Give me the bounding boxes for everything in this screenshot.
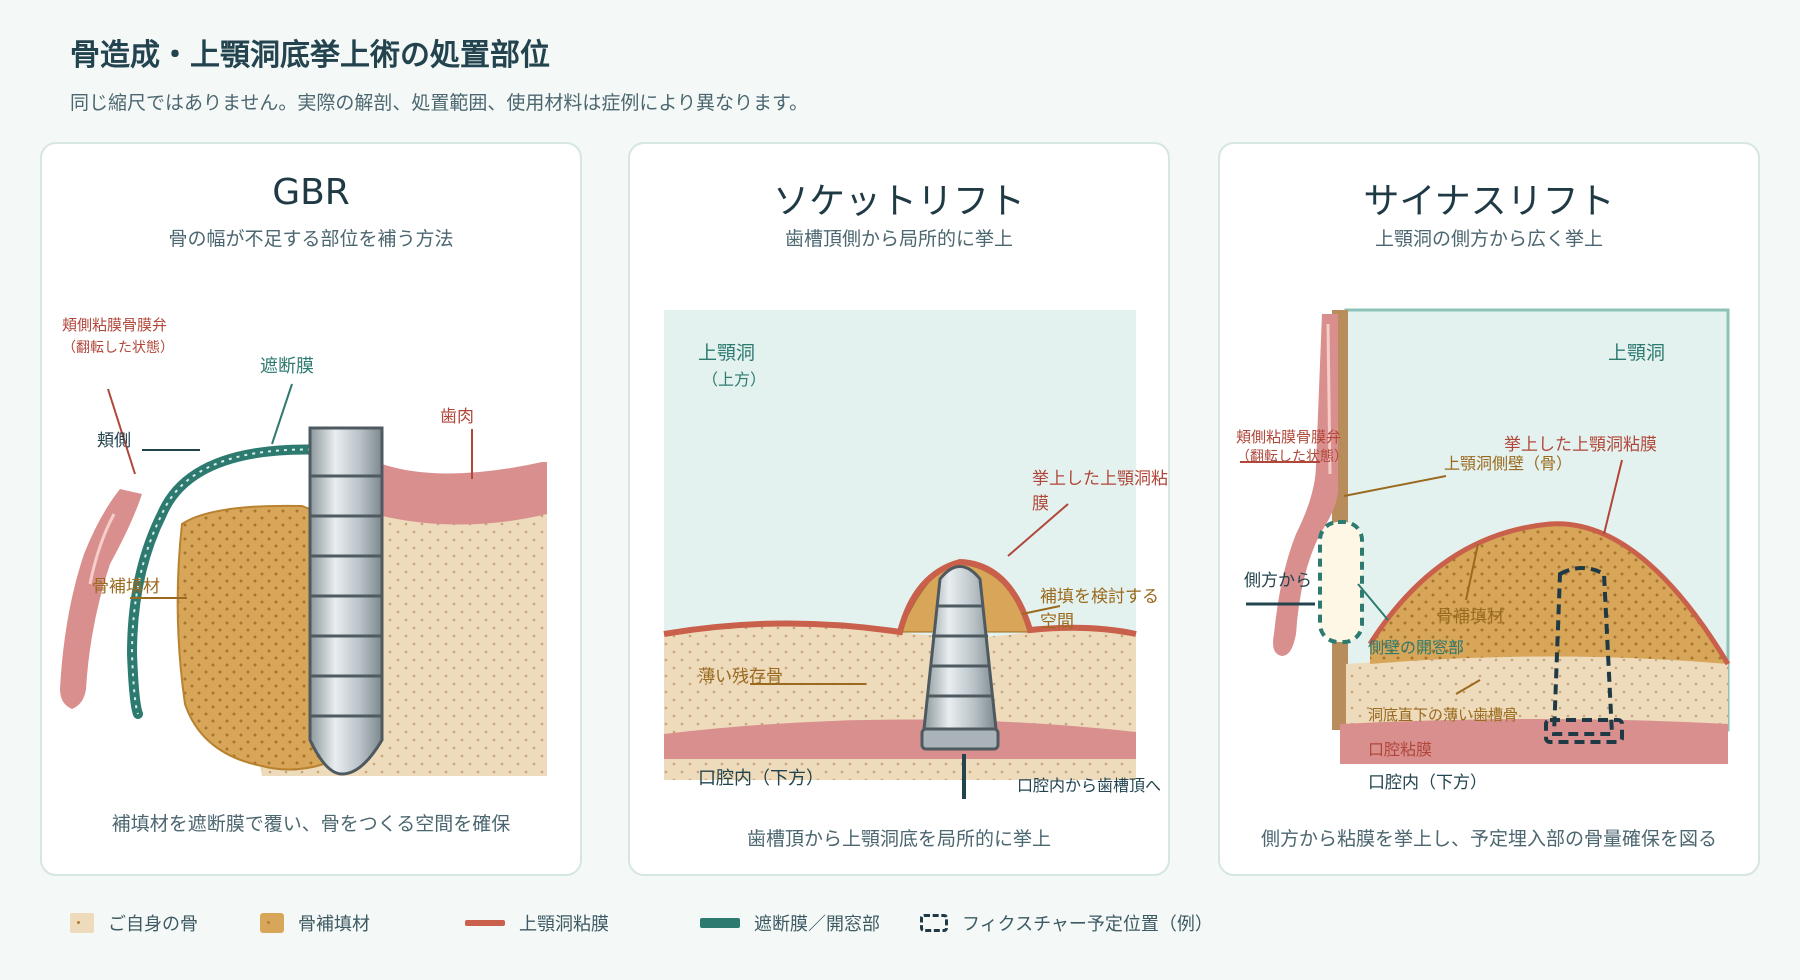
panel-socket-lift: ソケットリフト 歯槽頂側から局所的に挙上 上顎洞 （上方） 挙上した上顎洞粘膜 … xyxy=(628,142,1170,876)
graft-material xyxy=(1370,523,1728,664)
label-oral: 口腔内（下方） xyxy=(698,768,824,789)
label-gingiva: 歯肉 xyxy=(440,407,474,427)
legend-item-graft: 骨補填材 xyxy=(260,910,370,936)
legend-item-mucosa: 上顎洞粘膜 xyxy=(465,910,609,936)
dashed-box-icon xyxy=(920,914,948,932)
barrier-line-icon xyxy=(700,918,740,928)
legend-label: ご自身の骨 xyxy=(108,914,198,935)
graft-material xyxy=(176,504,326,771)
buccal-flap xyxy=(60,489,142,709)
legend-label: フィクスチャー予定位置（例） xyxy=(962,914,1213,935)
gingiva xyxy=(382,462,547,525)
label-graft: 骨補填材 xyxy=(1436,607,1504,627)
page-subtitle: 同じ縮尺ではありません。実際の解剖、処置範囲、使用材料は症例により異なります。 xyxy=(70,92,809,114)
panel-caption: 補填材を遮断膜で覆い、骨をつくる空間を確保 xyxy=(111,813,511,835)
oral-mucosa xyxy=(1340,719,1728,764)
label-lateral-wall: 上顎洞側壁（骨） xyxy=(1444,454,1573,473)
label-lifted-membrane: 挙上した上顎洞粘膜 xyxy=(1032,469,1168,514)
legend-item-barrier: 遮断膜／開窓部 xyxy=(700,910,880,936)
label-sinus: 上顎洞 xyxy=(1608,342,1666,364)
label-flap-note: （翻転した状態） xyxy=(1236,449,1348,465)
label-flap: 頬側粘膜骨膜弁 xyxy=(62,316,168,334)
panel-title: サイナスリフト xyxy=(1363,181,1615,222)
label-sinus: 上顎洞 xyxy=(698,342,756,364)
mucosa-line-icon xyxy=(465,920,505,926)
panel-sinus-lift: サイナスリフト 上顎洞の側方から広く挙上 上顎洞 頬側粘膜骨膜弁 （翻転した状態… xyxy=(1218,142,1760,876)
label-graft: 骨補填材 xyxy=(92,577,160,597)
oral-mucosa xyxy=(664,719,1136,759)
label-barrier: 遮断膜 xyxy=(260,356,314,377)
panel-subtitle: 上顎洞の側方から広く挙上 xyxy=(1374,228,1603,250)
sinus-lift-diagram xyxy=(1240,308,1731,764)
buccal-flap xyxy=(1273,314,1339,656)
barrier-membrane xyxy=(126,444,332,719)
page-header: 骨造成・上顎洞底挙上術の処置部位 同じ縮尺ではありません。実際の解剖、処置範囲、… xyxy=(70,30,808,115)
label-buccal: 頬側 xyxy=(97,431,131,451)
label-flap-note: （翻転した状態） xyxy=(62,340,174,356)
label-from-side: 側方から xyxy=(1244,571,1312,591)
maxillary-sinus xyxy=(664,310,1136,678)
legend: ご自身の骨 骨補填材 上顎洞粘膜 遮断膜／開窓部 フィクスチャー予定位置（例） xyxy=(70,910,1770,940)
label-lifted-membrane: 挙上した上顎洞粘膜 xyxy=(1504,435,1657,455)
sinus-membrane xyxy=(663,558,1137,637)
legend-label: 遮断膜／開窓部 xyxy=(754,914,880,935)
label-thin-bone: 洞底直下の薄い歯槽骨 xyxy=(1368,706,1519,724)
fixture-planned-position xyxy=(1551,566,1615,736)
legend-item-bone: ご自身の骨 xyxy=(70,910,198,936)
panel-title: ソケットリフト xyxy=(772,181,1025,222)
own-bone xyxy=(1346,656,1728,740)
label-oral-mucosa: 口腔粘膜 xyxy=(1368,740,1433,759)
page-title: 骨造成・上顎洞底挙上術の処置部位 xyxy=(70,38,550,73)
sinus-membrane xyxy=(1367,521,1731,666)
gbr-diagram xyxy=(60,383,547,776)
label-window: 側壁の開窓部 xyxy=(1368,638,1465,657)
label-oral: 口腔内（下方） xyxy=(1368,773,1487,793)
graft-swatch-icon xyxy=(260,913,284,933)
label-graft-space: 補填を検討する空間 xyxy=(1040,587,1159,632)
panel-title: GBR xyxy=(272,172,350,213)
socket-lift-diagram xyxy=(663,310,1137,799)
legend-label: 上顎洞粘膜 xyxy=(519,914,609,935)
panel-subtitle: 骨の幅が不足する部位を補う方法 xyxy=(168,228,454,250)
panel-subtitle: 歯槽頂側から局所的に挙上 xyxy=(784,228,1013,250)
label-sinus-note: （上方） xyxy=(702,370,767,389)
label-approach: 口腔内から歯槽頂へ xyxy=(1017,776,1162,795)
lateral-window xyxy=(1318,520,1364,644)
panel-caption: 歯槽頂から上顎洞底を局所的に挙上 xyxy=(746,828,1051,850)
implant-fixture xyxy=(308,426,384,776)
legend-label: 骨補填材 xyxy=(298,914,370,935)
legend-item-fixture: フィクスチャー予定位置（例） xyxy=(920,910,1213,936)
panel-caption: 側方から粘膜を挙上し、予定埋入部の骨量確保を図る xyxy=(1260,828,1717,850)
label-flap: 頬側粘膜骨膜弁 xyxy=(1236,428,1342,446)
label-thin-bone: 薄い残存骨 xyxy=(698,667,783,687)
panel-gbr: GBR 骨の幅が不足する部位を補う方法 頬側粘膜骨膜弁 （ xyxy=(40,142,582,876)
bone-swatch-icon xyxy=(70,913,94,933)
